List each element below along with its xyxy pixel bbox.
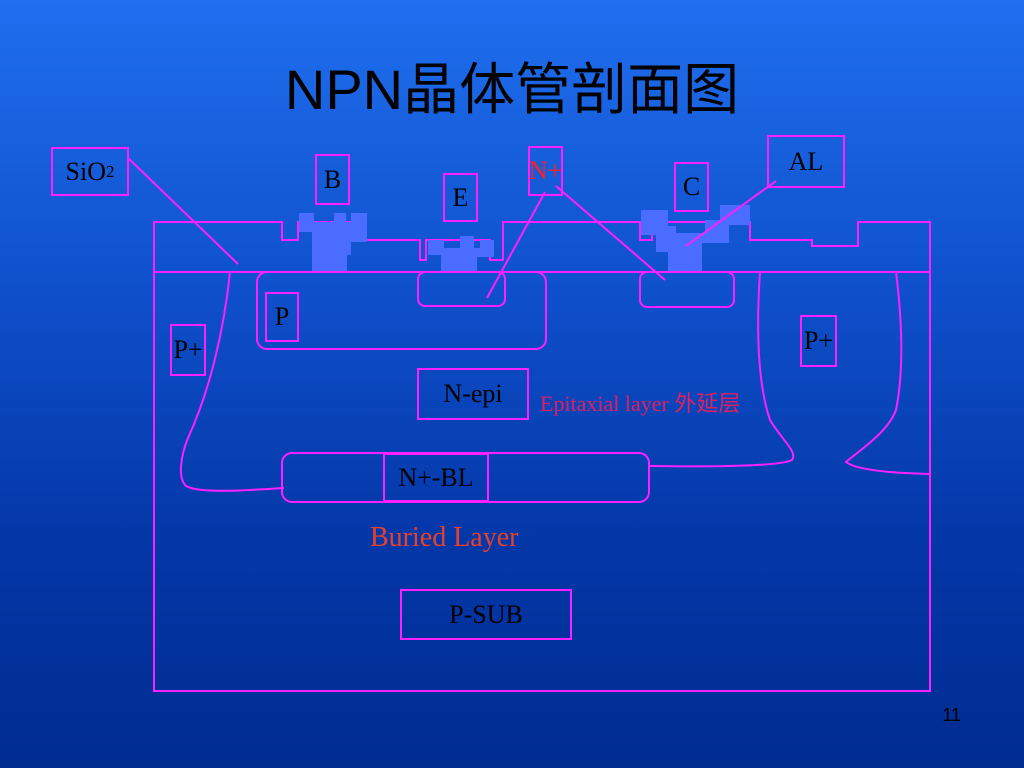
sio2-leader <box>127 157 239 265</box>
base-metal <box>299 213 367 272</box>
epitaxial-layer-note: Epitaxial layer 外延层 <box>540 391 741 416</box>
page-number: 11 <box>942 705 961 725</box>
p-plus-isolation-right-outer <box>844 271 931 475</box>
p-label: P <box>265 292 299 342</box>
emitter-label: E <box>443 173 478 222</box>
oxide-layer <box>153 221 931 272</box>
p-base-region <box>256 271 547 350</box>
al-leader <box>685 180 777 247</box>
p-sub-label: P-SUB <box>400 589 572 640</box>
slide-title: NPN晶体管剖面图 <box>284 58 740 121</box>
n-plus-label: N+ <box>528 146 563 196</box>
n-plus-emitter-diffusion <box>417 271 506 307</box>
sio2-label-text: SiO <box>65 156 106 186</box>
emitter-metal <box>428 236 494 272</box>
collector-label: C <box>674 162 709 212</box>
sio2-label-subscript: 2 <box>105 162 115 181</box>
al-label: AL <box>767 135 845 188</box>
p-plus-right-label: P+ <box>800 315 837 367</box>
n-plus-leader-collector <box>555 185 666 281</box>
buried-layer-note: Buried Layer <box>370 522 519 553</box>
n-epi-label: N-epi <box>417 368 529 420</box>
p-plus-isolation-left <box>180 271 285 492</box>
n-plus-bl-label: N+-BL <box>383 453 489 502</box>
base-label: B <box>315 154 350 205</box>
p-plus-isolation-right <box>649 271 795 468</box>
n-plus-leader-emitter <box>486 191 546 299</box>
substrate-body <box>153 271 931 692</box>
p-plus-left-label: P+ <box>170 324 206 376</box>
n-plus-collector-diffusion <box>639 271 735 308</box>
